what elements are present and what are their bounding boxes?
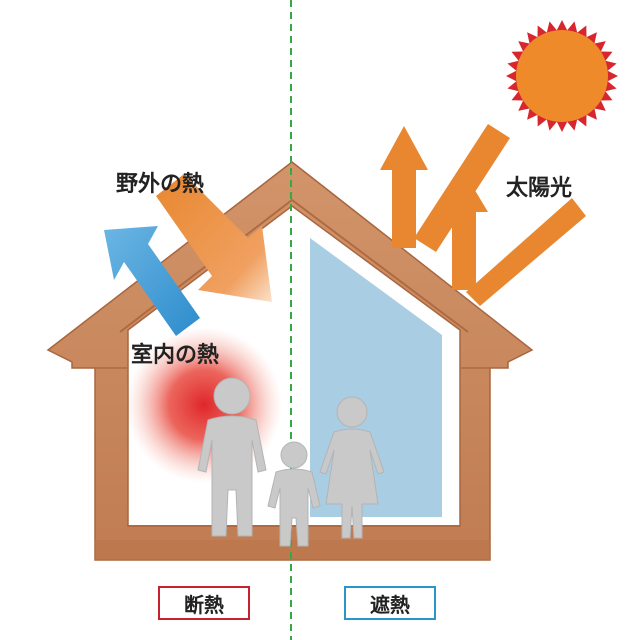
outdoor-heat-arrow bbox=[156, 174, 272, 302]
indoor-heat-arrow bbox=[104, 226, 200, 336]
sunlight-arrows bbox=[380, 124, 586, 306]
mother-figure bbox=[319, 396, 385, 539]
house-frame bbox=[46, 161, 534, 561]
sun-icon bbox=[506, 20, 618, 132]
sunlight-label: 太陽光 bbox=[506, 176, 573, 201]
father-figure bbox=[197, 377, 267, 537]
outdoor-heat-label: 野外の熱 bbox=[116, 172, 205, 197]
indoor-heat-label: 室内の熱 bbox=[131, 343, 220, 368]
family-icon bbox=[197, 377, 385, 547]
heat-shield-tag: 遮熱 bbox=[344, 586, 436, 620]
insulation-tag: 断熱 bbox=[158, 586, 250, 620]
child-figure bbox=[267, 441, 321, 547]
